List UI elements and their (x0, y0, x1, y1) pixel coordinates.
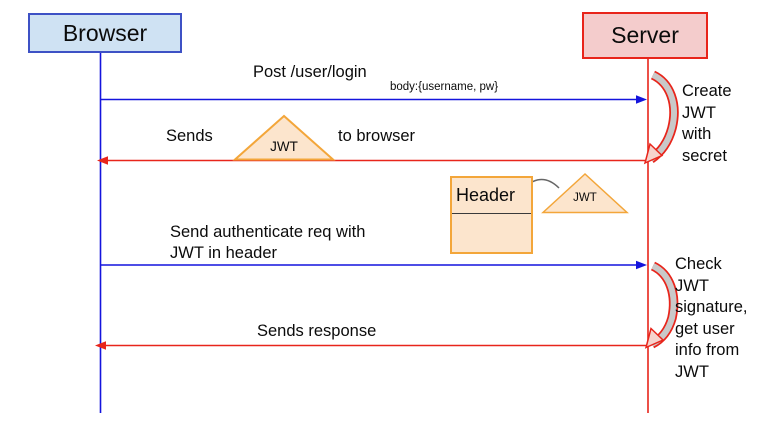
actor-browser-label: Browser (62, 19, 148, 46)
message-sublabel-post-body: body:{username, pw} (390, 81, 499, 93)
message-label-sends-response: Sends response (257, 322, 377, 340)
self-arrow-create-jwt-head-icon (643, 142, 664, 165)
message-label-sends: Sends (166, 127, 213, 145)
header-box-label: Header (452, 178, 531, 214)
arrowhead-sends-jwt-icon (97, 156, 108, 165)
actor-server: Server (582, 12, 708, 59)
note-check-jwt: Check JWT signature, get user info from … (675, 255, 748, 381)
jwt-triangle-large (232, 114, 336, 161)
message-label-to-browser: to browser (338, 127, 416, 145)
jwt-triangle-small (541, 172, 629, 214)
arrowhead-sends-response-icon (95, 341, 106, 350)
jwt-triangle-small-label: JWT (573, 192, 597, 204)
note-create-jwt: Create JWT with secret (682, 82, 732, 165)
message-label-post-login: Post /user/login (253, 63, 367, 81)
arrowhead-post-login-icon (636, 95, 647, 104)
jwt-triangle-large-label: JWT (270, 139, 298, 154)
actor-server-label: Server (611, 22, 679, 48)
actor-browser: Browser (28, 13, 182, 53)
arrowhead-auth-req-icon (636, 260, 647, 270)
header-box: Header (450, 176, 533, 254)
message-label-auth-req: Send authenticate req with JWT in header (170, 223, 366, 262)
self-arrow-check-jwt-head-icon (644, 327, 665, 349)
